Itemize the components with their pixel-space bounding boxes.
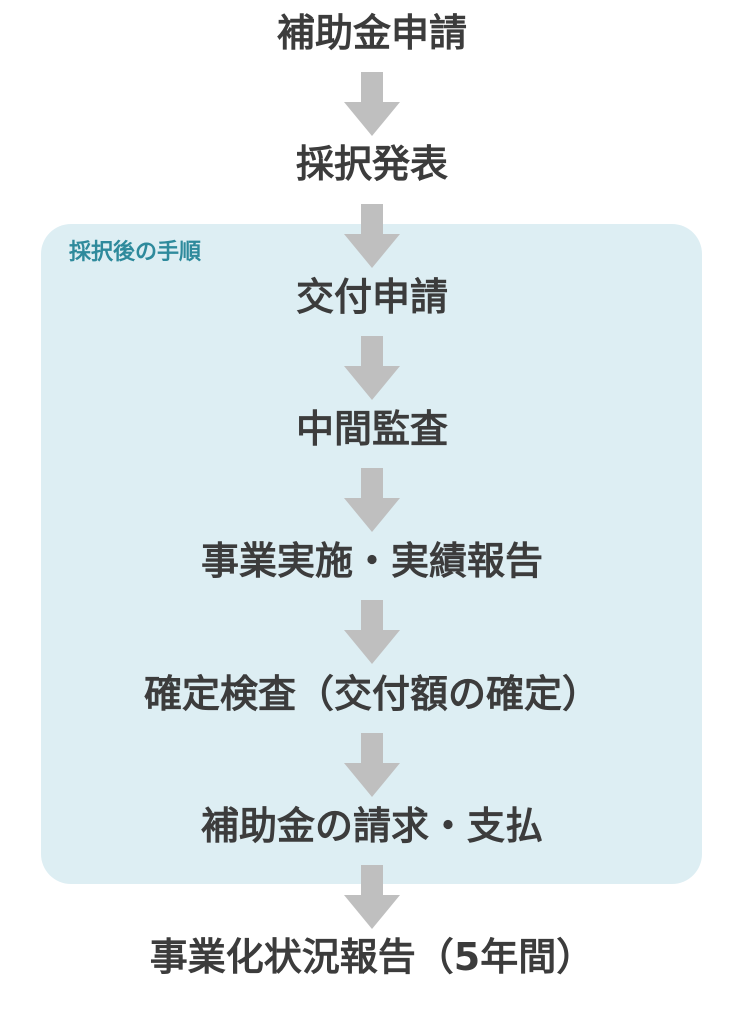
step-grant-application: 交付申請 [295, 275, 448, 319]
arrow-down-icon [342, 468, 402, 532]
arrow-down-icon [342, 336, 402, 400]
arrow-down-icon [342, 72, 402, 136]
step-implementation-report: 事業実施・実績報告 [200, 539, 543, 583]
arrow-down-icon [342, 600, 402, 664]
arrow-down-icon [342, 733, 402, 797]
step-final-inspection: 確定検査（交付額の確定） [143, 672, 600, 716]
step-subsidy-application: 補助金申請 [276, 11, 467, 55]
step-subsidy-claim-payment: 補助金の請求・支払 [200, 804, 543, 848]
step-selection-announcement: 採択発表 [295, 142, 448, 186]
arrow-down-icon [342, 204, 402, 268]
group-label: 採択後の手順 [69, 240, 202, 265]
arrow-down-icon [342, 865, 402, 929]
step-commercialization-report: 事業化状況報告（5年間） [149, 935, 595, 979]
step-interim-audit: 中間監査 [295, 407, 448, 451]
